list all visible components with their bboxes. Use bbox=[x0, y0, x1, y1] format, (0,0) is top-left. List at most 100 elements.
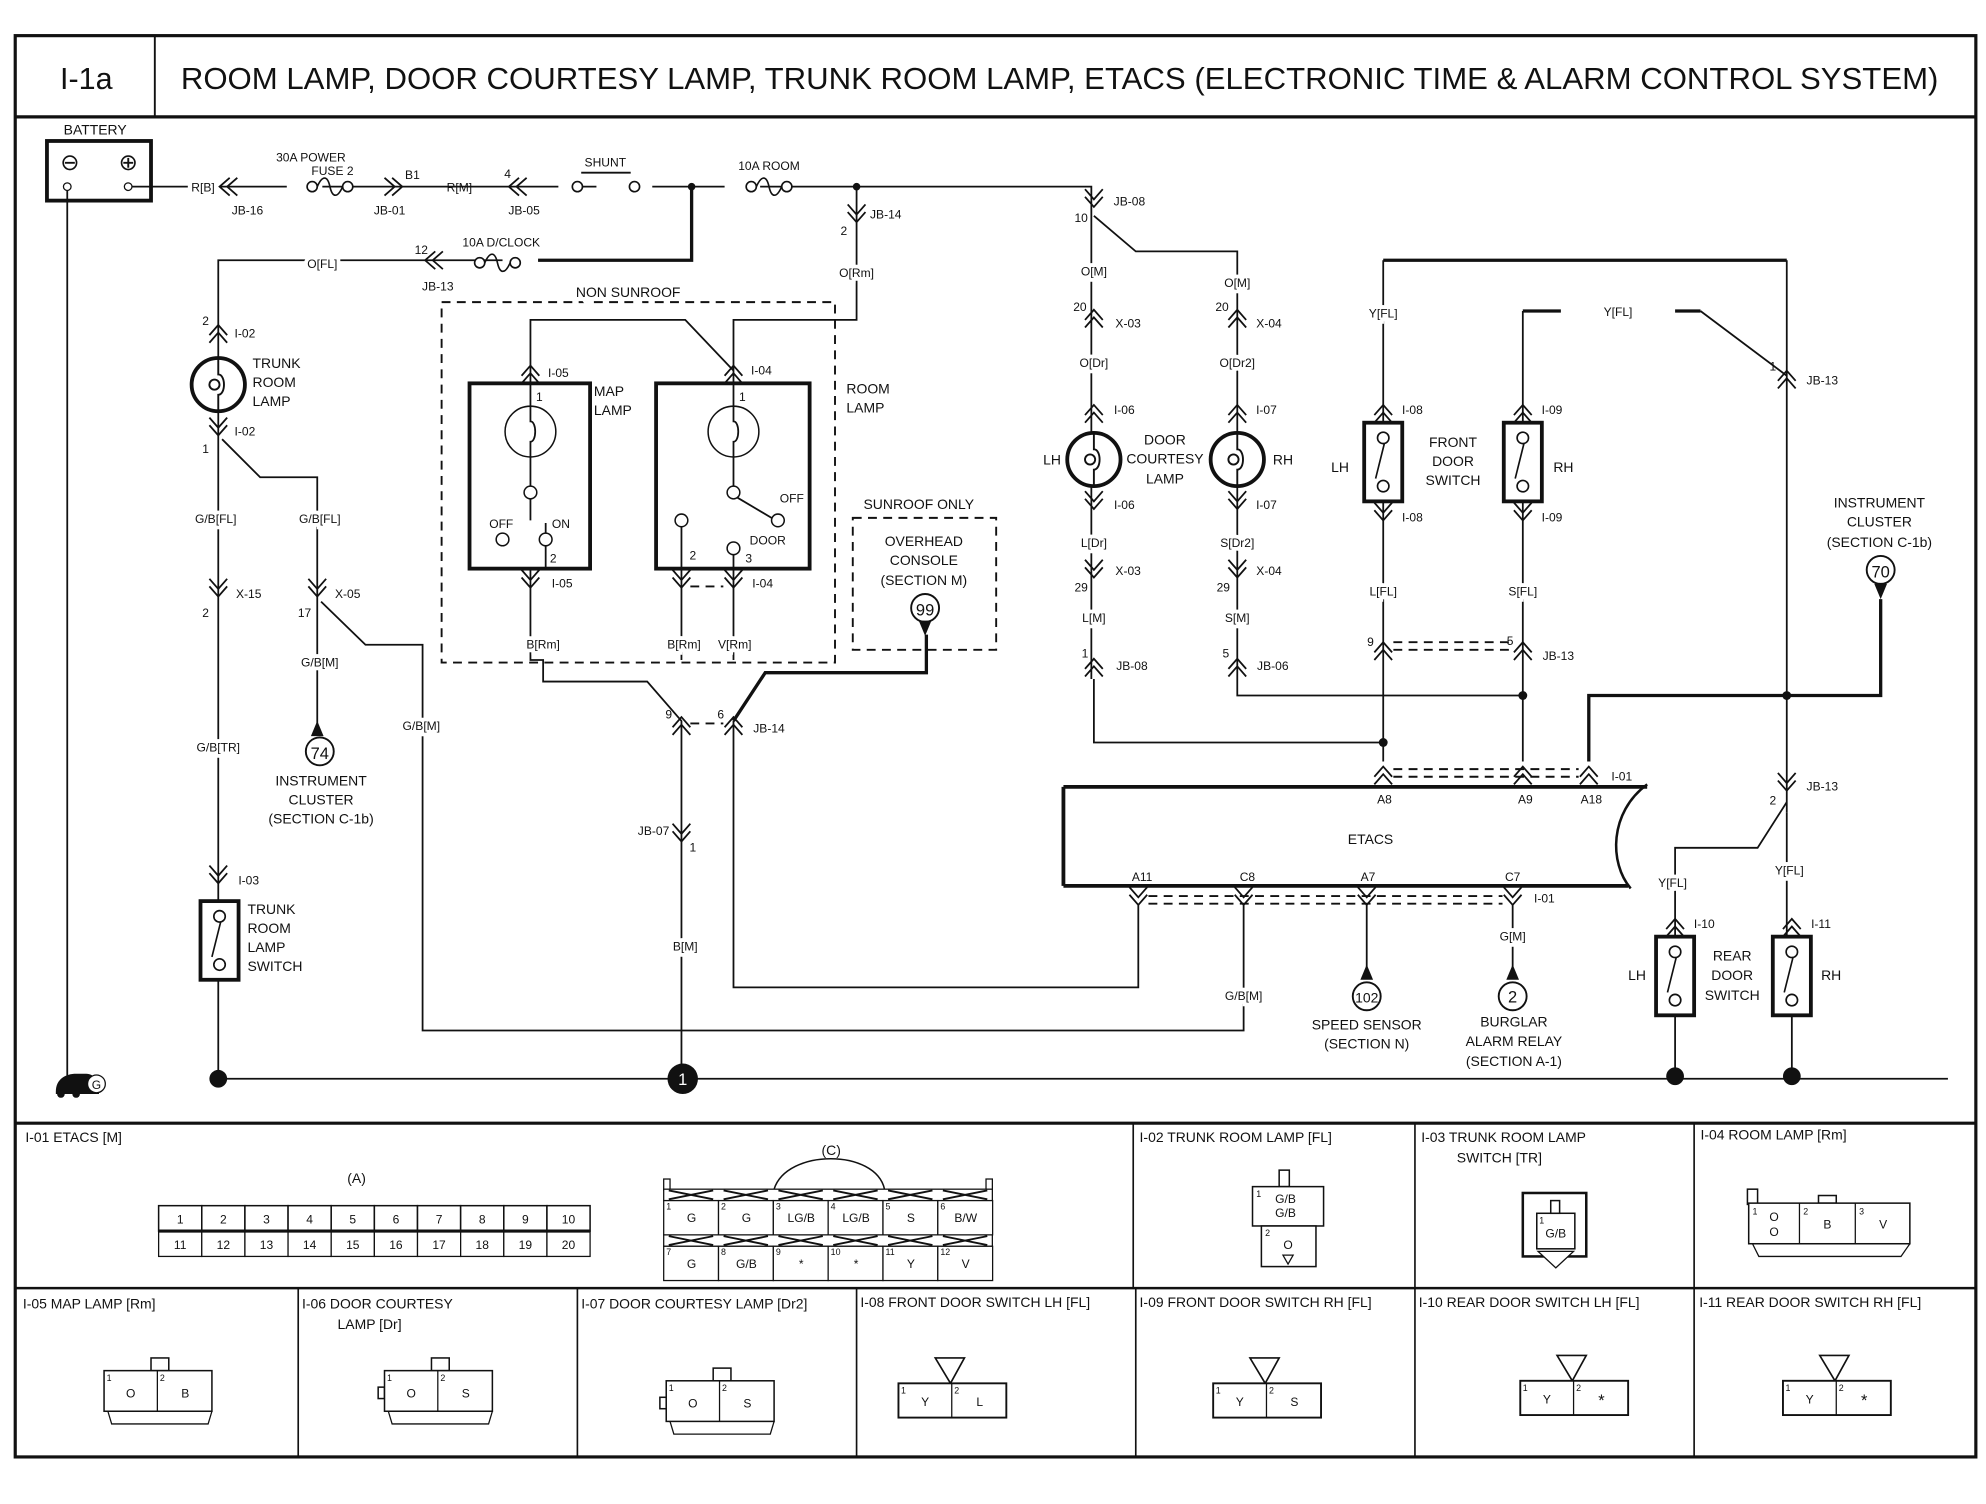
svg-text:1: 1 bbox=[536, 390, 543, 404]
svg-text:1: 1 bbox=[107, 1373, 112, 1383]
pin-label: C8 bbox=[1240, 870, 1256, 884]
svg-text:Y: Y bbox=[921, 1395, 929, 1409]
svg-text:OFF: OFF bbox=[780, 492, 804, 506]
fuse-dclock-label: 10A D/CLOCK bbox=[462, 235, 540, 249]
reference-99-label: 99 bbox=[916, 602, 934, 620]
connector-a-pin: 5 bbox=[330, 1204, 376, 1232]
svg-text:2: 2 bbox=[220, 1212, 227, 1226]
diagram-id: I-1a bbox=[60, 62, 113, 96]
reference-2-label: 2 bbox=[1508, 989, 1517, 1007]
wire-label: B[M] bbox=[673, 940, 698, 954]
svg-text:2: 2 bbox=[1265, 1228, 1270, 1238]
connector-a-pin: 18 bbox=[460, 1230, 505, 1258]
svg-text:O: O bbox=[1769, 1210, 1778, 1224]
svg-text:OFF: OFF bbox=[489, 517, 513, 531]
rear-door-switch-label: DOOR bbox=[1711, 967, 1753, 983]
connector-label: JB-16 bbox=[232, 204, 264, 218]
svg-text:Y: Y bbox=[1806, 1393, 1814, 1407]
connector-a-pin: 9 bbox=[503, 1204, 548, 1232]
svg-text:1: 1 bbox=[1216, 1385, 1221, 1395]
svg-text:S: S bbox=[1290, 1395, 1298, 1409]
room-lamp-label: LAMP bbox=[846, 400, 884, 416]
connector-a-pin: 2 bbox=[201, 1204, 246, 1232]
connector-a-pin: 15 bbox=[330, 1230, 375, 1258]
svg-text:*: * bbox=[799, 1257, 804, 1271]
connector-label: X-15 bbox=[236, 587, 262, 601]
svg-text:13: 13 bbox=[260, 1238, 274, 1252]
svg-text:7: 7 bbox=[666, 1247, 671, 1257]
fuse-power-label-2: FUSE 2 bbox=[311, 164, 353, 178]
pin-label: 2 bbox=[841, 224, 848, 238]
svg-text:20: 20 bbox=[562, 1238, 576, 1252]
svg-text:10: 10 bbox=[562, 1212, 576, 1226]
connector-a-pin: 16 bbox=[373, 1230, 419, 1258]
pin-label: 5 bbox=[1223, 646, 1230, 660]
connector-view-title: I-06 DOOR COURTESY bbox=[302, 1295, 453, 1311]
svg-text:19: 19 bbox=[519, 1238, 533, 1252]
wire-label: S[M] bbox=[1225, 611, 1250, 625]
connector-i11-view: 1 Y 2 * bbox=[1782, 1354, 1892, 1417]
connector-label: X-05 bbox=[335, 587, 361, 601]
rear-door-switch-label: SWITCH bbox=[1705, 987, 1760, 1003]
connector-label: JB-13 bbox=[1543, 649, 1575, 663]
wire-label: O[Dr2] bbox=[1220, 356, 1255, 370]
svg-text:8: 8 bbox=[479, 1212, 486, 1226]
connector-label: I-09 bbox=[1542, 403, 1563, 417]
connector-label: JB-14 bbox=[870, 207, 902, 221]
connector-x03-icon bbox=[1084, 558, 1104, 579]
connector-i03-view: 1 G/B bbox=[1521, 1191, 1588, 1269]
door-courtesy-lamp-label: DOOR bbox=[1144, 431, 1186, 447]
svg-text:3: 3 bbox=[776, 1201, 781, 1211]
wire-label: G/B[M] bbox=[403, 719, 440, 733]
wire-label: G/B[TR] bbox=[197, 740, 241, 754]
pin-label: A7 bbox=[1361, 870, 1376, 884]
svg-text:G: G bbox=[742, 1211, 751, 1225]
svg-text:*: * bbox=[1861, 1392, 1868, 1410]
lh-label: LH bbox=[1331, 459, 1349, 475]
arrow-up-icon bbox=[1360, 964, 1374, 980]
connector-c-latch bbox=[773, 1157, 886, 1190]
pin-label: 9 bbox=[1367, 635, 1374, 649]
connector-label: I-01 bbox=[1534, 891, 1555, 905]
speed-sensor-label: (SECTION N) bbox=[1324, 1035, 1409, 1051]
connector-a-pin: 4 bbox=[287, 1204, 332, 1232]
connector-i05-view: 1 O 2 B bbox=[103, 1357, 213, 1425]
connector-c-pin: 10* bbox=[827, 1245, 884, 1282]
connector-c-pin: 3LG/B bbox=[772, 1199, 829, 1236]
connector-label: JB-08 bbox=[1116, 659, 1148, 673]
arrow-down-icon bbox=[1874, 583, 1888, 600]
overhead-console-label: OVERHEAD bbox=[885, 533, 963, 549]
connector-jb08-icon bbox=[1084, 657, 1104, 678]
svg-text:2: 2 bbox=[721, 1201, 726, 1211]
room-lamp-label: ROOM bbox=[846, 381, 889, 397]
burglar-alarm-label: (SECTION A-1) bbox=[1466, 1053, 1562, 1069]
connector-view-title: I-01 ETACS [M] bbox=[25, 1129, 122, 1145]
pin-label: C7 bbox=[1505, 870, 1521, 884]
svg-text:B: B bbox=[1823, 1218, 1831, 1232]
svg-text:3: 3 bbox=[745, 551, 752, 565]
connector-label: I-04 bbox=[752, 577, 773, 591]
trunk-switch-label: LAMP bbox=[247, 939, 285, 955]
connector-i01-icon bbox=[1579, 765, 1599, 786]
connector-view-title: SWITCH [TR] bbox=[1457, 1150, 1542, 1166]
door-courtesy-lamp-label: COURTESY bbox=[1126, 450, 1203, 466]
connector-label: I-04 bbox=[751, 363, 772, 377]
svg-text:B/W: B/W bbox=[954, 1211, 977, 1225]
svg-text:2: 2 bbox=[954, 1385, 959, 1395]
connector-label: JB-08 bbox=[1114, 195, 1146, 209]
connector-x03-icon bbox=[1084, 308, 1104, 329]
fuse-power-label: 30A POWER bbox=[276, 150, 346, 164]
svg-text:S: S bbox=[743, 1396, 751, 1410]
connector-i01-icon bbox=[1373, 765, 1393, 786]
etacs-label: ETACS bbox=[1348, 831, 1393, 847]
connector-label: X-04 bbox=[1256, 564, 1282, 578]
wire-label: S[FL] bbox=[1508, 584, 1537, 598]
connector-i08-view: 1 Y 2 L bbox=[897, 1357, 1008, 1419]
svg-text:3: 3 bbox=[263, 1212, 270, 1226]
connector-c-pin: 2G bbox=[717, 1199, 774, 1236]
connector-view-title: LAMP [Dr] bbox=[338, 1316, 402, 1332]
pin-label: 1 bbox=[1082, 646, 1089, 660]
wire-label: Y[FL] bbox=[1604, 305, 1633, 319]
connector-c-pin: 5S bbox=[882, 1199, 939, 1236]
